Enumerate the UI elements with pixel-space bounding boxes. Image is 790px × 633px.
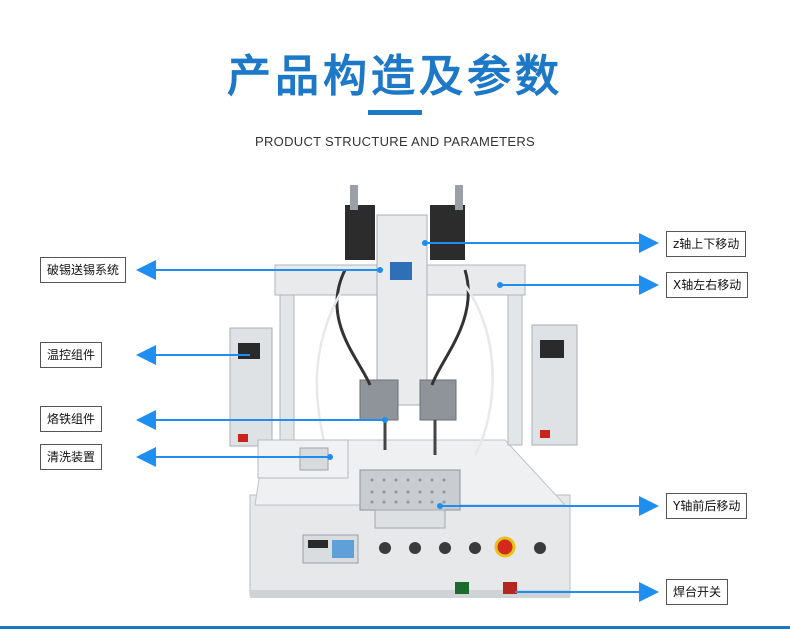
label-temp-control: 温控组件 [40, 342, 103, 368]
title-underline [368, 110, 422, 115]
label-y-axis: Y轴前后移动 [666, 493, 748, 519]
label-solder-feed-system: 破锡送锡系统 [40, 257, 127, 283]
label-cleaning-device: 清洗装置 [40, 444, 103, 470]
page-title: 产品构造及参数 [227, 51, 563, 102]
page-subtitle: PRODUCT STRUCTURE AND PARAMETERS [255, 134, 535, 149]
label-iron-assembly: 烙铁组件 [40, 406, 103, 432]
label-z-axis: z轴上下移动 [666, 231, 747, 257]
label-power-switch: 焊台开关 [666, 579, 729, 605]
label-x-axis: X轴左右移动 [666, 272, 749, 298]
bottom-accent-line [0, 626, 790, 629]
